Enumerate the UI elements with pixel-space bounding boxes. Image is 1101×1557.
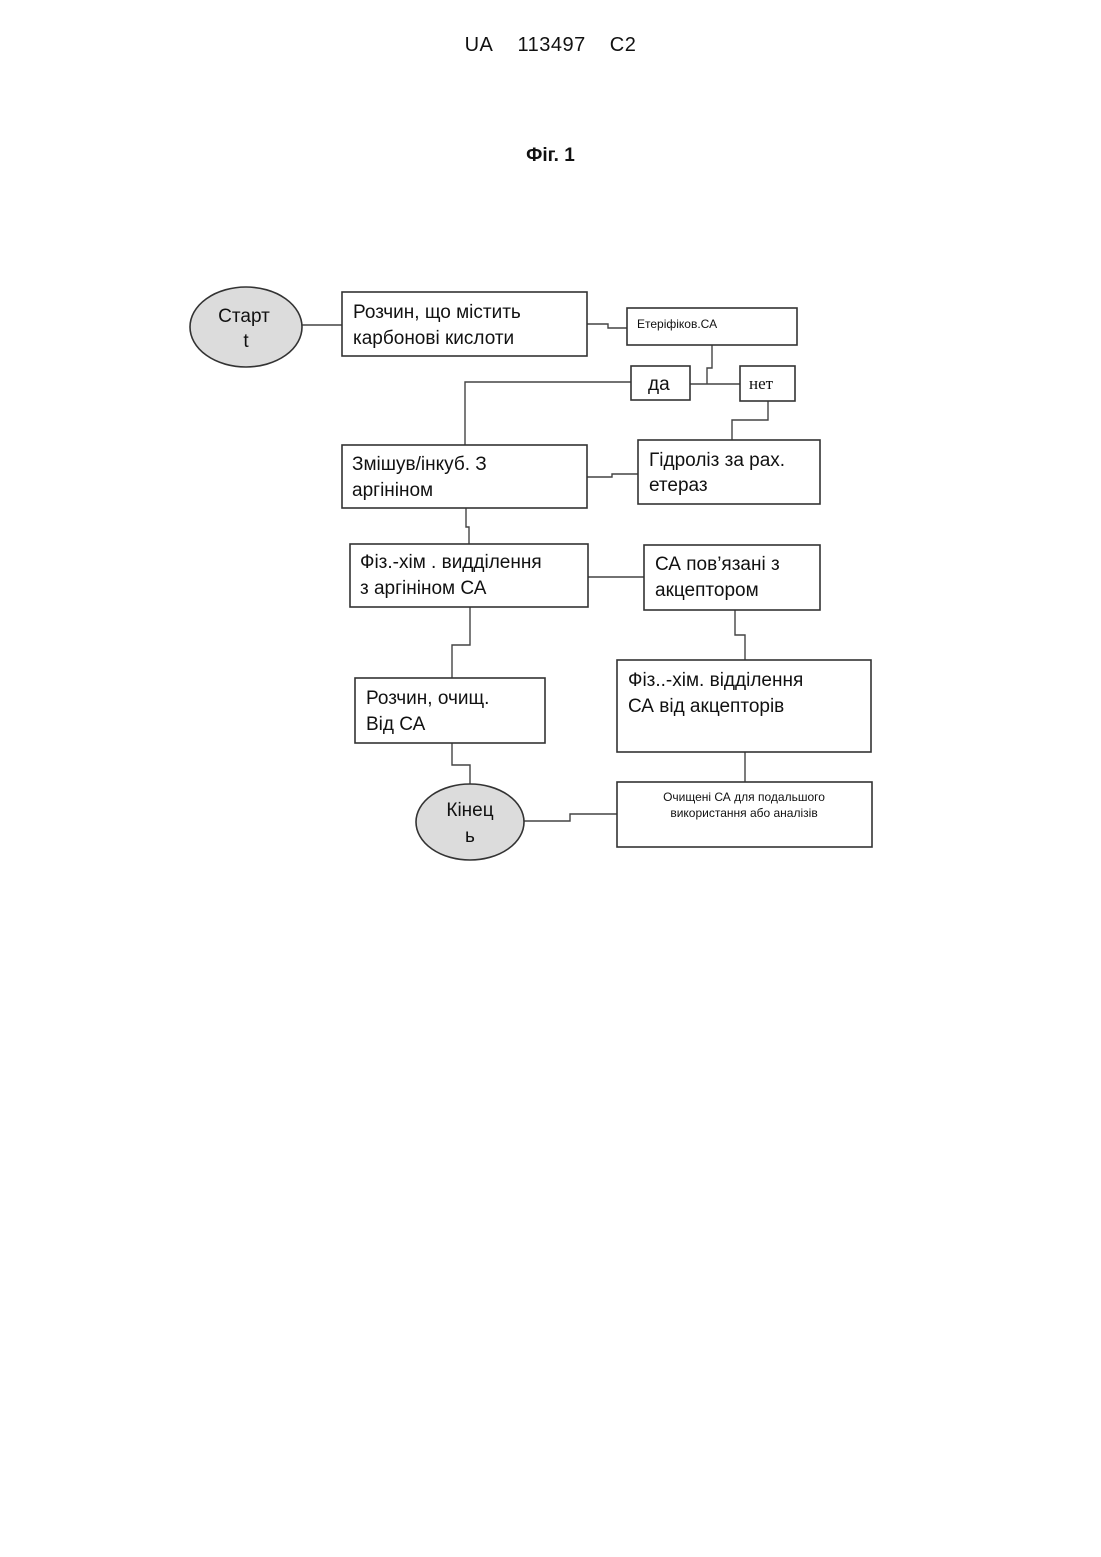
node-end: Кінец ь [416,784,524,860]
edge-solution-esterified [587,324,627,328]
node-physchem-arginine: Фіз.-хім . видділення з аргініном СА [350,544,588,607]
hydrolysis-label-2: етераз [649,475,708,496]
node-purified-ca: Очищені СА для подальшого використання а… [617,782,872,847]
edge-no-hydrolysis [732,401,768,440]
yes-label: да [648,374,670,395]
ca-bound-label-1: СА пов’язані з [655,554,780,575]
purified-solution-label-1: Розчин, очищ. [366,688,489,709]
node-no: нет [740,366,795,401]
edge-esterified-decision [707,345,712,384]
no-label: нет [749,374,774,393]
solution-label-1: Розчин, що містить [353,302,521,323]
edge-mix-physchem [466,508,469,544]
node-hydrolysis: Гідроліз за рах. етераз [638,440,820,504]
end-label-2: ь [465,826,475,847]
node-mix-incubate: Змішув/інкуб. З аргініном [342,445,587,508]
end-label: Кінец [446,800,493,821]
node-solution: Розчин, що містить карбонові кислоти [342,292,587,356]
edge-hydrolysis-mix [587,474,638,477]
edge-purifiedca-end [524,814,617,821]
solution-label-2: карбонові кислоти [353,328,514,349]
node-start: Старт t [190,287,302,367]
edge-physchem-purified [452,607,470,678]
physchem-acceptors-label-1: Фіз..-хім. відділення [628,670,803,691]
edge-purified-end [452,743,470,784]
node-yes: да [631,366,690,400]
mix-label-2: аргініном [352,480,433,501]
edge-cabound-physchemacc [735,610,745,660]
hydrolysis-label-1: Гідроліз за рах. [649,450,785,471]
physchem-arginine-label-1: Фіз.-хім . видділення [360,552,542,573]
physchem-arginine-label-2: з аргініном СА [360,578,487,599]
node-purified-solution: Розчин, очищ. Від СА [355,678,545,743]
purified-ca-label-2: використання або аналізів [670,806,817,820]
esterified-label: Етеріфіков.СА [637,317,717,331]
ca-bound-label-2: акцептором [655,580,759,601]
node-ca-bound: СА пов’язані з акцептором [644,545,820,610]
purified-solution-label-2: Від СА [366,714,426,735]
start-label: Старт [218,306,270,327]
mix-label-1: Змішув/інкуб. З [352,454,487,475]
purified-ca-label-1: Очищені СА для подальшого [663,790,825,804]
node-physchem-acceptors: Фіз..-хім. відділення СА від акцепторів [617,660,871,752]
node-esterified: Етеріфіков.СА [627,308,797,345]
physchem-acceptors-label-2: СА від акцепторів [628,696,784,717]
start-label-2: t [243,331,249,352]
edge-yes-mix [465,382,631,445]
